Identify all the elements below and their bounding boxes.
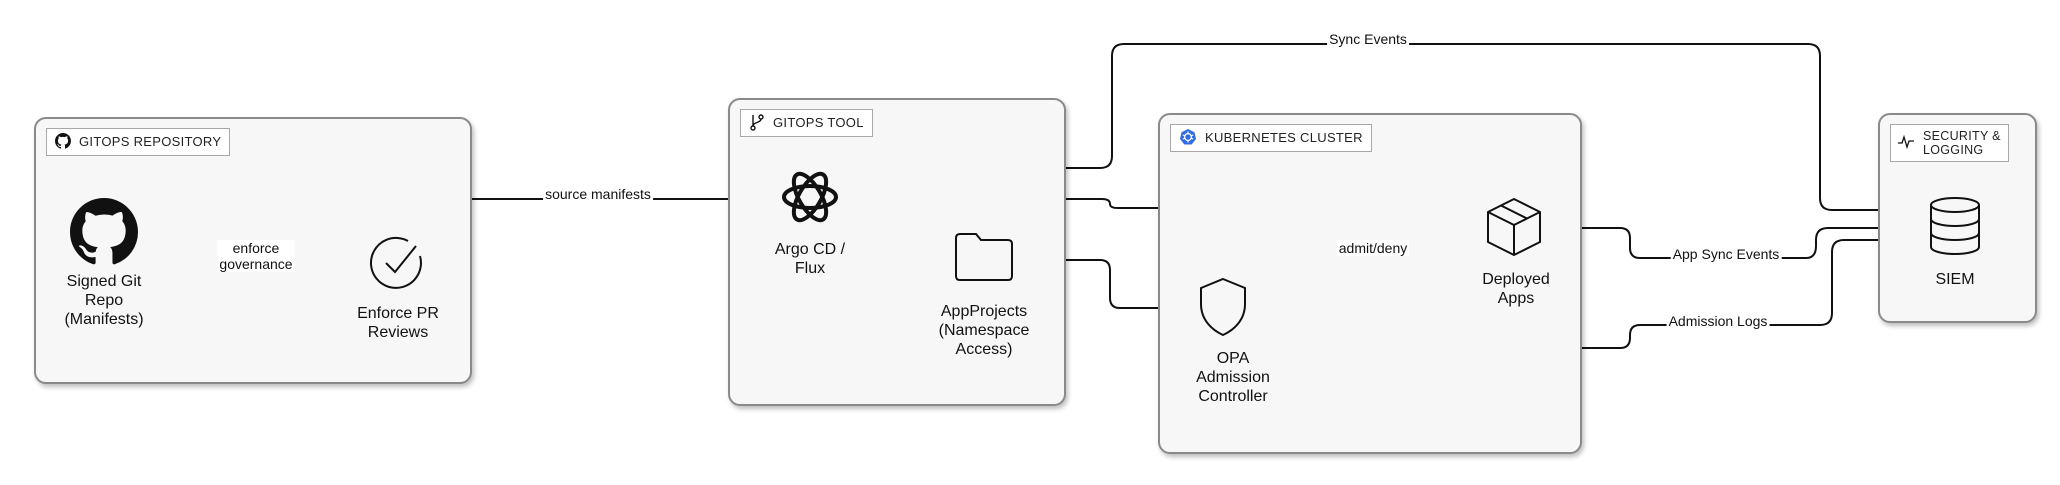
github-icon[interactable] xyxy=(70,198,139,266)
folder-icon[interactable] xyxy=(954,230,1014,284)
github-icon xyxy=(55,132,72,152)
group-title: GITOPS REPOSITORY xyxy=(79,134,222,149)
check-circle-icon[interactable] xyxy=(366,232,428,294)
node-label-git-repo: Signed Git Repo (Manifests) xyxy=(64,273,144,328)
git-branch-icon xyxy=(749,113,765,134)
group-title: GITOPS TOOL xyxy=(773,115,864,130)
shield-icon[interactable] xyxy=(1196,276,1250,338)
activity-icon xyxy=(1897,134,1915,152)
edge-label-admit-deny: admit/deny xyxy=(1336,240,1410,256)
group-kubernetes-cluster: KUBERNETES CLUSTER xyxy=(1158,113,1582,454)
group-tag-kubernetes-cluster: KUBERNETES CLUSTER xyxy=(1170,124,1372,152)
edge-label-app-sync-events: App Sync Events xyxy=(1670,246,1782,262)
edge-label-admission-logs: Admission Logs xyxy=(1666,313,1770,329)
group-tag-gitops-tool: GITOPS TOOL xyxy=(740,109,873,137)
group-security-logging: SECURITY & LOGGING xyxy=(1878,113,2037,323)
package-icon[interactable] xyxy=(1484,196,1544,258)
edge-label-source-manifests: source manifests xyxy=(543,186,653,202)
group-tag-security-logging: SECURITY & LOGGING xyxy=(1890,124,2009,162)
database-icon[interactable] xyxy=(1927,196,1983,256)
node-label-appprojects: AppProjects (Namespace Access) xyxy=(938,303,1030,358)
node-label-siem: SIEM xyxy=(1935,271,1975,288)
edge-appprojects-to-opa xyxy=(1016,259,1192,308)
group-title: KUBERNETES CLUSTER xyxy=(1205,130,1363,145)
node-label-deployed-apps: Deployed Apps xyxy=(1482,271,1550,307)
node-label-opa: OPA Admission Controller xyxy=(1196,350,1270,405)
kubernetes-icon xyxy=(1179,128,1197,149)
argo-logo-icon[interactable] xyxy=(776,163,844,231)
group-gitops-tool: GITOPS TOOL xyxy=(728,98,1066,406)
group-title: SECURITY & LOGGING xyxy=(1923,129,2001,157)
edge-label-sync-events: Sync Events xyxy=(1327,31,1409,47)
node-label-enforce-pr: Enforce PR Reviews xyxy=(357,305,439,341)
group-tag-gitops-repository: GITOPS REPOSITORY xyxy=(46,128,231,156)
edge-label-enforce-governance: enforce governance xyxy=(217,240,295,272)
node-label-argo: Argo CD / Flux xyxy=(774,241,846,277)
